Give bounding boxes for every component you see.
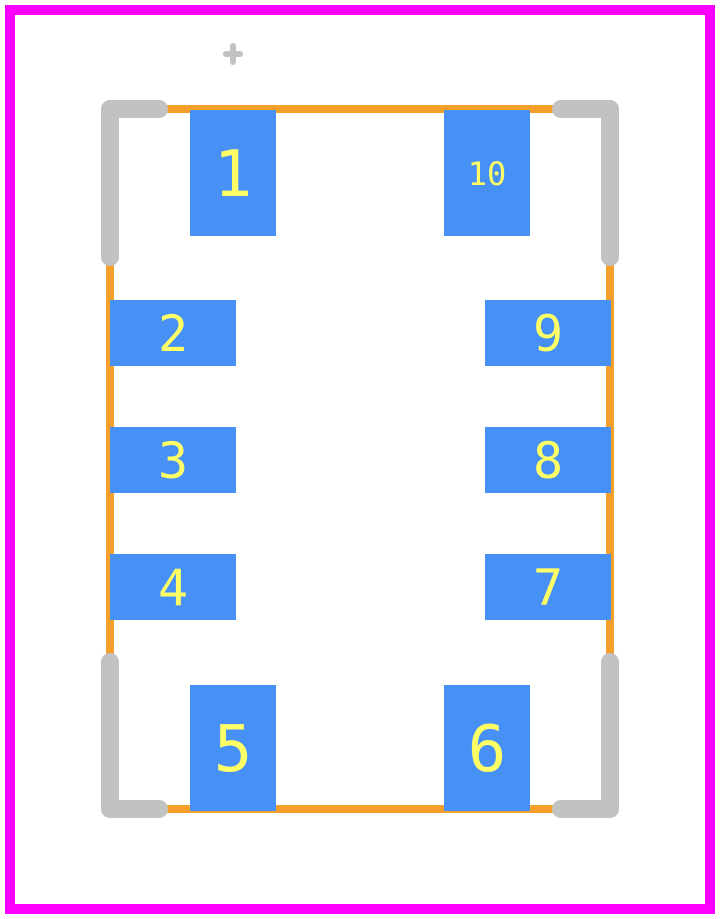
pad-label-7: 7 xyxy=(533,559,563,617)
pad-4 xyxy=(110,554,236,620)
pad-6 xyxy=(444,685,530,811)
silkscreen-corner-top-right xyxy=(552,100,619,266)
pad-label-4: 4 xyxy=(158,559,188,617)
pad-3 xyxy=(110,427,236,493)
origin-marker xyxy=(223,43,243,65)
silkscreen-corner-top-left xyxy=(101,100,168,266)
silkscreen-corners xyxy=(101,100,619,818)
pad-9 xyxy=(485,300,611,366)
pad-label-3: 3 xyxy=(158,432,188,490)
pad-5 xyxy=(190,685,276,811)
pad-1 xyxy=(190,110,276,236)
pad-label-9: 9 xyxy=(533,305,563,363)
silkscreen-corner-bottom-right xyxy=(552,653,619,818)
pad-10 xyxy=(444,110,530,236)
pads xyxy=(110,110,611,811)
pad-label-10: 10 xyxy=(468,155,507,193)
pad-labels: 1 2 3 4 5 6 7 8 9 10 xyxy=(158,138,563,787)
pad-label-1: 1 xyxy=(214,138,253,212)
silkscreen-corner-bottom-left xyxy=(101,653,168,818)
pad-label-2: 2 xyxy=(158,305,188,363)
pad-label-5: 5 xyxy=(214,713,253,787)
pad-8 xyxy=(485,427,611,493)
pad-7 xyxy=(485,554,611,620)
pad-2 xyxy=(110,300,236,366)
courtyard-outline xyxy=(5,5,715,914)
pad-label-8: 8 xyxy=(533,432,563,490)
pad-label-6: 6 xyxy=(468,713,507,787)
